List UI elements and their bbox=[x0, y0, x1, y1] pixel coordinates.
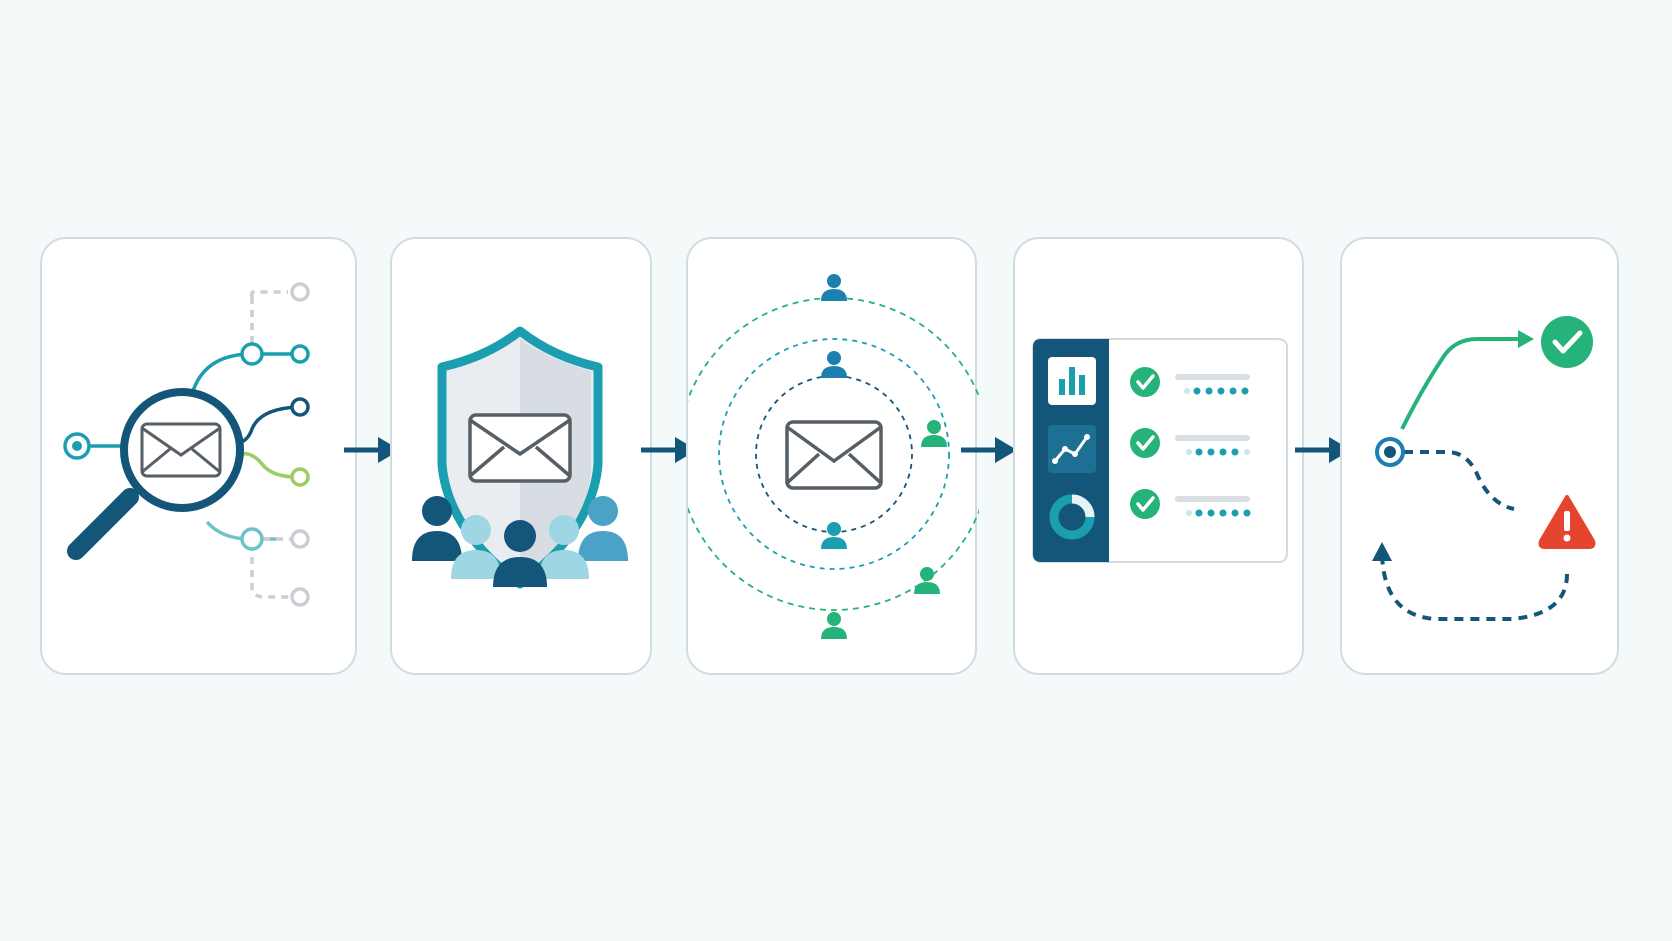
reach-illustration bbox=[688, 274, 979, 639]
person-icon bbox=[493, 520, 547, 587]
check-icon bbox=[1130, 489, 1160, 519]
person-icon bbox=[821, 522, 847, 549]
check-icon bbox=[1130, 428, 1160, 458]
person-icon bbox=[821, 612, 847, 639]
warning-icon bbox=[1538, 495, 1596, 549]
step-monitor-panel bbox=[1013, 237, 1304, 675]
loop-back-arrow-icon bbox=[1372, 542, 1569, 621]
person-icon bbox=[451, 515, 501, 579]
step-analyze-panel bbox=[40, 237, 357, 675]
person-icon bbox=[821, 274, 847, 301]
step-reach-panel bbox=[686, 237, 979, 675]
person-icon bbox=[821, 351, 847, 378]
person-icon bbox=[578, 496, 628, 561]
dashboard-icon bbox=[1032, 338, 1288, 563]
envelope-icon bbox=[468, 413, 572, 483]
envelope-icon bbox=[785, 420, 883, 490]
monitor-illustration bbox=[1032, 338, 1288, 563]
step-protect-panel bbox=[390, 237, 652, 675]
checklist bbox=[1130, 367, 1251, 519]
flow-arrow-1 bbox=[344, 437, 400, 463]
start-node-icon bbox=[1375, 437, 1405, 467]
person-icon bbox=[914, 567, 940, 594]
person-icon bbox=[921, 420, 947, 447]
step-decide-panel bbox=[1340, 237, 1619, 675]
flow-arrow-3 bbox=[961, 437, 1017, 463]
analyze-illustration bbox=[63, 282, 310, 607]
decide-illustration bbox=[1372, 316, 1596, 621]
bar-chart-icon bbox=[1048, 357, 1096, 405]
check-icon bbox=[1130, 367, 1160, 397]
protect-illustration bbox=[412, 326, 628, 589]
success-path bbox=[1400, 330, 1534, 430]
warning-path bbox=[1404, 450, 1515, 511]
audience-group-icon bbox=[412, 496, 628, 587]
person-icon bbox=[412, 496, 462, 561]
envelope-icon bbox=[140, 422, 222, 478]
node-dots bbox=[63, 282, 310, 607]
line-chart-icon bbox=[1048, 425, 1096, 473]
success-check-icon bbox=[1541, 316, 1593, 368]
person-icon bbox=[539, 515, 589, 579]
donut-chart-icon bbox=[1049, 494, 1095, 540]
